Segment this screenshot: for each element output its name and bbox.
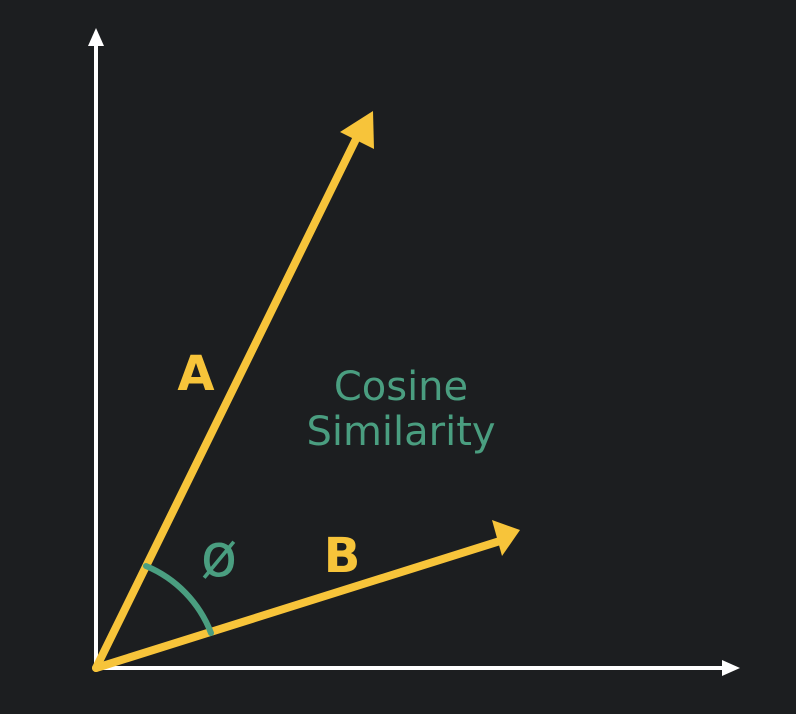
caption-line-2: Similarity (306, 409, 495, 455)
vector-a-arrowhead (340, 111, 374, 149)
caption-line-1: Cosine (334, 364, 468, 410)
vector-a (92, 111, 374, 672)
vector-b-arrowhead (492, 520, 520, 556)
x-axis-arrowhead (722, 660, 740, 676)
vector-b (92, 520, 520, 672)
angle-symbol: ø (201, 521, 238, 591)
vector-a-label: A (177, 346, 214, 402)
x-axis (96, 660, 740, 676)
y-axis-arrowhead (88, 28, 104, 46)
y-axis (88, 28, 104, 668)
vector-b-label: B (324, 528, 361, 584)
angle-arc (143, 563, 214, 636)
